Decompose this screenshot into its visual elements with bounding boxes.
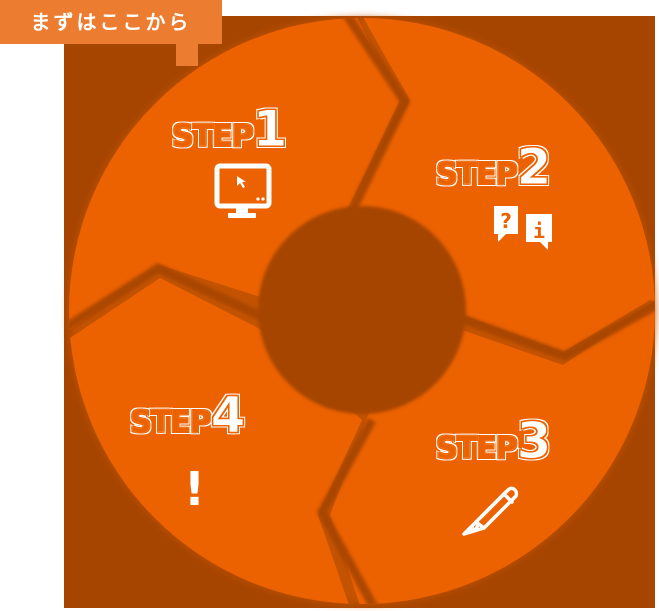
start-here-tag <box>0 0 222 44</box>
step-2-word: STEP <box>435 156 518 192</box>
svg-text:i: i <box>533 219 545 243</box>
step-2-number: 2 <box>516 138 552 197</box>
step-4-word: STEP <box>129 404 212 440</box>
center-hub <box>258 206 466 414</box>
step-3-word: STEP <box>435 430 518 466</box>
pencil-icon <box>462 486 519 536</box>
question-info-bubbles-icon: ? i <box>494 206 552 250</box>
step-4-number: 4 <box>210 386 246 445</box>
exclamation-icon: ! <box>184 462 205 516</box>
start-here-label: まずはここから <box>30 10 192 34</box>
step-1-label: STEP1 <box>171 100 288 159</box>
step-3-label: STEP3 <box>435 412 552 471</box>
start-here-tag-tail <box>176 44 198 66</box>
monitor-cursor-icon <box>214 163 272 218</box>
step-1-word: STEP <box>171 118 254 154</box>
svg-text:?: ? <box>500 209 512 233</box>
step-4-label: STEP4 <box>129 386 246 445</box>
step-1-number: 1 <box>252 100 288 159</box>
step-2-label: STEP2 <box>435 138 552 197</box>
step-3-number: 3 <box>516 412 552 471</box>
